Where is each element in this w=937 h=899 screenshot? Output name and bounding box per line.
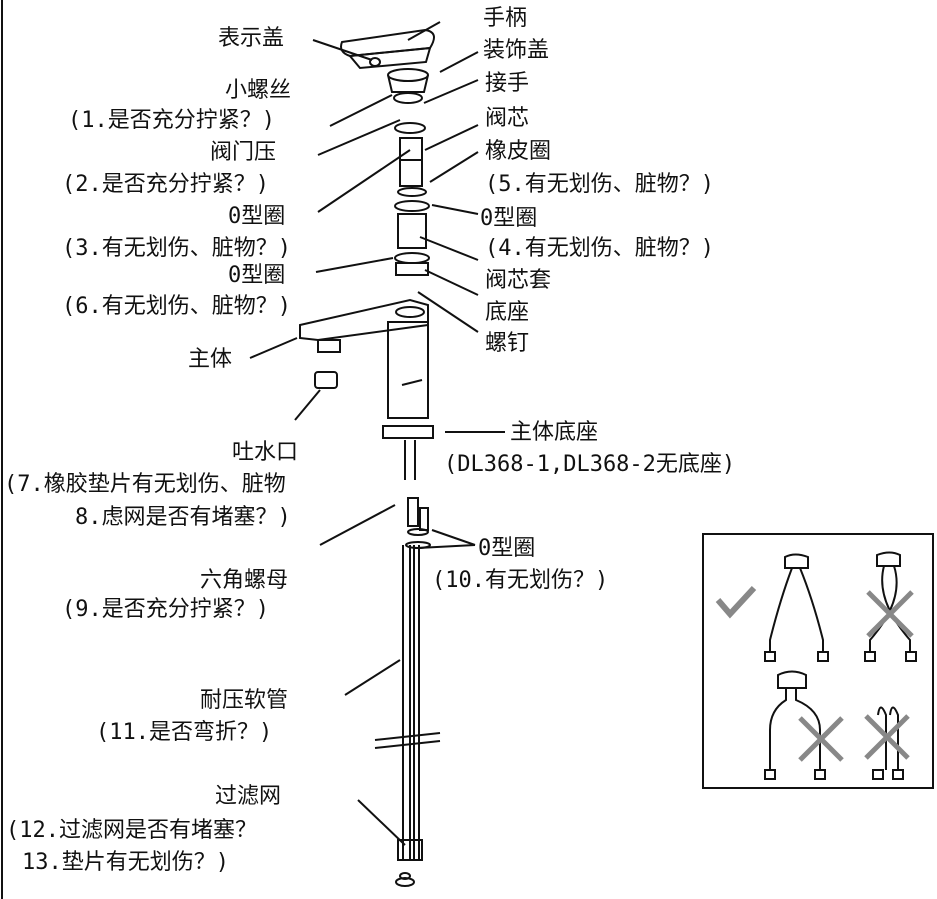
label-outlet: 吐水口 (232, 440, 299, 465)
leader-screw2 (417, 291, 479, 333)
label-q5: (5.有无划伤、脏物？) (485, 172, 714, 197)
leader-screw (329, 94, 393, 127)
label-q13: 13.垫片有无划伤？) (22, 850, 229, 875)
label-oring-left-1: 0型圈 (228, 204, 286, 229)
label-rubber-ring: 橡皮圈 (485, 139, 552, 164)
label-oring-3: 0型圈 (478, 536, 536, 561)
leader-oring-l2 (315, 257, 394, 273)
label-screw: 螺钉 (485, 331, 530, 356)
leader-valve-press (317, 119, 401, 156)
hose-inset (702, 533, 934, 789)
label-q4: (4.有无划伤、脏物？) (485, 236, 714, 261)
wrong-marks (798, 590, 914, 762)
label-body-base-note: (DL368-1,DL368-2无底座) (444, 452, 736, 477)
label-q7: (7.橡胶垫片有无划伤、脏物 (4, 472, 286, 497)
leader-body (249, 337, 298, 359)
label-deco-cover: 装饰盖 (483, 38, 550, 63)
label-q10: (10.有无划伤？) (432, 568, 609, 593)
leader-deco (439, 51, 479, 73)
label-q12: (12.过滤网是否有堵塞？ (6, 818, 257, 843)
label-oring-left-2: 0型圈 (228, 263, 286, 288)
label-handle: 手柄 (483, 6, 528, 31)
leader-connector (423, 79, 479, 104)
label-q6: (6.有无划伤、脏物？) (62, 294, 291, 319)
leader-oring3a (431, 529, 476, 546)
label-base: 底座 (485, 300, 530, 325)
label-connector: 接手 (485, 71, 530, 96)
leader-hex (319, 504, 396, 546)
label-valve-press: 阀门压 (210, 140, 277, 165)
leader-oring-r1 (431, 204, 479, 215)
label-valve-core: 阀芯 (485, 106, 530, 131)
label-hose: 耐压软管 (200, 688, 289, 713)
label-small-screw: 小螺丝 (225, 78, 292, 103)
label-top-cover: 表示盖 (218, 26, 285, 51)
label-q3: (3.有无划伤、脏物？) (62, 236, 291, 261)
label-oring-right-1: 0型圈 (480, 206, 538, 231)
label-q1: (1.是否充分拧紧？) (68, 108, 275, 133)
leader-valve-core (424, 124, 479, 151)
label-q2: (2.是否充分拧紧？) (62, 172, 269, 197)
correct-check-icon (715, 585, 757, 619)
leader-sleeve (419, 236, 479, 261)
label-q9: (9.是否充分拧紧？) (62, 597, 269, 622)
body-cylinder (387, 321, 429, 419)
leader-outlet (294, 389, 321, 421)
label-q8: 8.虑网是否有堵塞？) (75, 505, 291, 530)
label-q11: (11.是否弯折？) (96, 720, 273, 745)
label-valve-sleeve: 阀芯套 (485, 268, 552, 293)
leader-rubber (429, 151, 479, 183)
leader-hose (344, 659, 401, 696)
leader-base (424, 269, 479, 296)
leader-oring-l1 (317, 149, 411, 213)
label-body: 主体 (188, 347, 233, 372)
leader-filter (357, 799, 406, 846)
spout-shape (299, 298, 429, 342)
label-body-base: 主体底座 (510, 420, 599, 445)
label-filter: 过滤网 (215, 784, 282, 809)
label-hex-nut: 六角螺母 (200, 568, 289, 593)
